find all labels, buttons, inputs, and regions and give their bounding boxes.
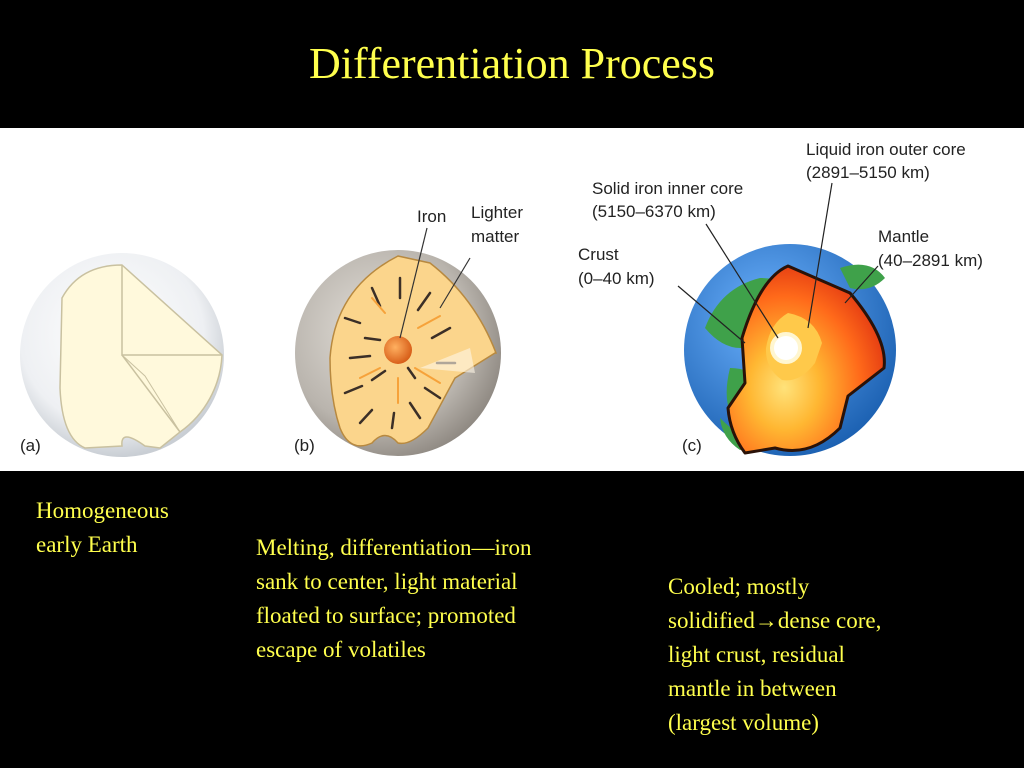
caption-c-line-5: (largest volume) (668, 710, 819, 735)
light-matter-streaks (359, 297, 441, 404)
crust-label-2: (0–40 km) (578, 269, 655, 288)
arrow-icon: → (754, 608, 778, 633)
lighter-matter-label-1: Lighter (471, 203, 523, 222)
iron-drops (343, 276, 457, 430)
cutaway-wedge (59, 264, 223, 449)
earth-differentiation-figure: (a) Iron Lighter matter (b) (20, 140, 983, 457)
leader-lines (677, 182, 879, 344)
panel-b-melting-earth: Iron Lighter matter (b) (294, 203, 523, 456)
outer-core-label-1: Liquid iron outer core (806, 140, 966, 159)
caption-homogeneous: Homogeneous early Earth (36, 494, 226, 562)
lighter-matter-label-2: matter (471, 227, 520, 246)
caption-c-line-2b: dense core, (777, 608, 882, 633)
caption-c-line-4: mantle in between (668, 676, 837, 701)
caption-a-line-2: early Earth (36, 532, 138, 557)
panel-b-tag: (b) (294, 436, 315, 455)
caption-melting: Melting, differentiation—iron sank to ce… (256, 531, 616, 667)
iron-core-blob (384, 336, 412, 364)
caption-c-line-3: light crust, residual (668, 642, 845, 667)
panel-c-differentiated-earth: Liquid iron outer core (2891–5150 km) So… (578, 140, 983, 456)
panel-a-tag: (a) (20, 436, 41, 455)
caption-a-line-1: Homogeneous (36, 498, 169, 523)
mantle-label-2: (40–2891 km) (878, 251, 983, 270)
caption-b-line-4: escape of volatiles (256, 637, 426, 662)
caption-c-line-2a: solidified (668, 608, 755, 633)
caption-b-line-1: Melting, differentiation—iron (256, 535, 532, 560)
crust-label-1: Crust (578, 245, 619, 264)
inner-core-label-1: Solid iron inner core (592, 179, 743, 198)
caption-b-line-2: sank to center, light material (256, 569, 518, 594)
inner-core (770, 332, 802, 364)
mantle-label-1: Mantle (878, 227, 929, 246)
inner-core-label-2: (5150–6370 km) (592, 202, 716, 221)
cutaway-interior (329, 255, 498, 447)
panel-a-homogeneous-earth: (a) (20, 253, 224, 457)
slide-title: Differentiation Process (308, 39, 716, 88)
iron-label: Iron (417, 207, 446, 226)
caption-cooled: Cooled; mostly solidified→dense core, li… (668, 570, 968, 740)
panel-c-tag: (c) (682, 436, 702, 455)
caption-c-line-1: Cooled; mostly (668, 574, 810, 599)
outer-core-label-2: (2891–5150 km) (806, 163, 930, 182)
caption-b-line-3: floated to surface; promoted (256, 603, 516, 628)
figure-panel: (a) Iron Lighter matter (b) (0, 128, 1024, 471)
